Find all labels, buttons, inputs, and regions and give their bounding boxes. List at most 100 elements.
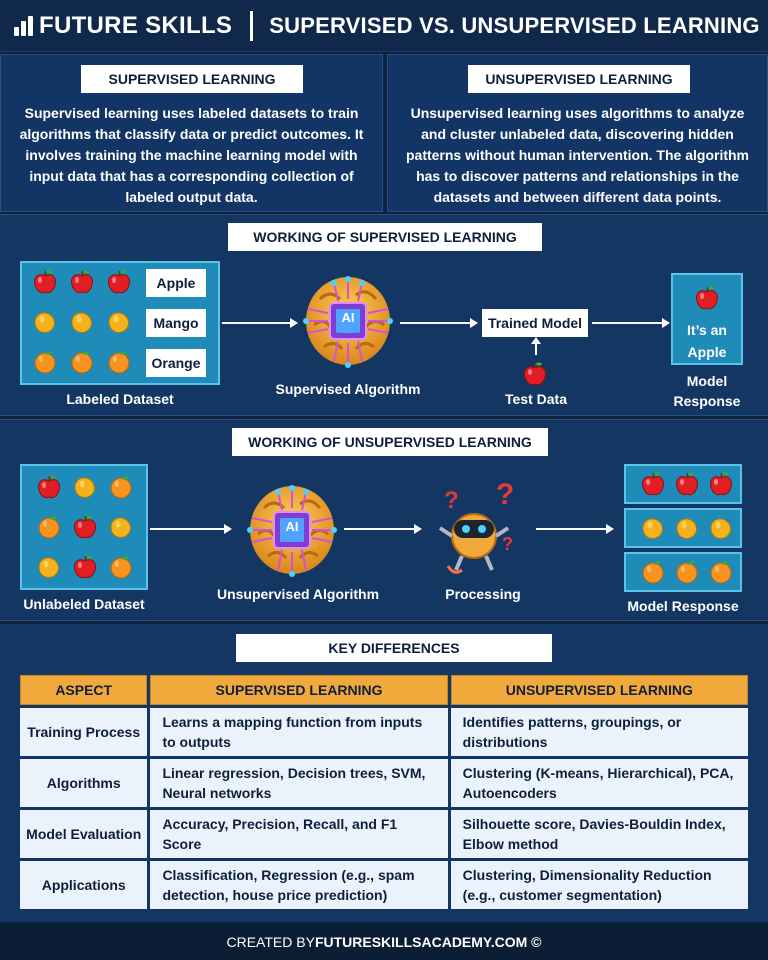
orange-icon	[108, 554, 134, 580]
arrow-dataset-to-algorithm	[150, 524, 232, 534]
apple-icon	[69, 269, 95, 295]
header-divider	[250, 10, 254, 41]
ai-chip-label: AI	[285, 519, 299, 534]
mango-icon	[708, 515, 734, 541]
unsupervised-cell: Clustering (K-means, Hierarchical), PCA,…	[450, 759, 748, 807]
arrow-algorithm-to-model	[400, 318, 478, 328]
apple-icon	[708, 471, 734, 497]
response-line-2: Apple	[687, 344, 727, 360]
apple-icon	[640, 471, 666, 497]
unsupervised-cell: Clustering, Dimensionality Reduction (e.…	[450, 861, 748, 909]
supervised-heading: SUPERVISED LEARNING	[81, 65, 303, 93]
footer-prefix: CREATED BY	[226, 934, 315, 950]
svg-text:?: ?	[502, 534, 513, 554]
orange-icon	[640, 559, 666, 585]
apple-icon	[674, 471, 700, 497]
arrow-dataset-to-algorithm	[222, 318, 298, 328]
unsupervised-workflow-section: WORKING OF UNSUPERVISED LEARNING Unlabel…	[0, 419, 768, 621]
mango-icon	[32, 309, 58, 335]
arrow-algorithm-to-processing	[344, 524, 422, 534]
brain-chip-icon: AI	[244, 478, 340, 587]
labeled-dataset-caption: Labeled Dataset	[66, 391, 174, 407]
unsupervised-cell: Identifies patterns, groupings, or distr…	[450, 708, 748, 756]
arrow-test-to-model	[531, 337, 541, 355]
supervised-definition-panel: SUPERVISED LEARNING Supervised learning …	[0, 54, 383, 212]
column-header-unsupervised: UNSUPERVISED LEARNING	[450, 675, 748, 705]
apple-icon	[694, 285, 720, 311]
apple-icon	[522, 361, 548, 387]
unsupervised-workflow-heading: WORKING OF UNSUPERVISED LEARNING	[232, 428, 548, 456]
svg-text:?: ?	[496, 480, 514, 511]
orange-icon	[69, 349, 95, 375]
apple-icon	[106, 269, 132, 295]
bar-chart-icon	[14, 15, 33, 36]
supervised-cell: Accuracy, Precision, Recall, and F1 Scor…	[150, 810, 448, 858]
comparison-table: ASPECT SUPERVISED LEARNING UNSUPERVISED …	[17, 672, 751, 912]
supervised-definition-text: Supervised learning uses labeled dataset…	[19, 105, 364, 205]
ai-chip-label: AI	[341, 310, 355, 325]
arrow-model-to-response	[592, 318, 670, 328]
trained-model-box: Trained Model	[482, 309, 588, 337]
model-response-caption: Model Response	[652, 371, 762, 411]
supervised-algorithm-caption: Supervised Algorithm	[275, 381, 421, 397]
label-orange: Orange	[146, 349, 206, 377]
table-row: Model Evaluation Accuracy, Precision, Re…	[20, 810, 748, 858]
orange-icon	[708, 559, 734, 585]
apple-icon	[32, 269, 58, 295]
aspect-cell: Training Process	[20, 708, 148, 756]
brand-name: FUTURE SKILLS	[39, 11, 233, 39]
mango-icon	[640, 515, 666, 541]
apple-cluster	[624, 464, 742, 504]
page-footer: CREATED BY FUTURESKILLSACADEMY.COM ©	[0, 924, 768, 960]
svg-text:?: ?	[444, 487, 459, 514]
footer-website-link[interactable]: FUTURESKILLSACADEMY.COM ©	[314, 934, 542, 950]
unsupervised-cell: Silhouette score, Davies-Bouldin Index, …	[450, 810, 748, 858]
processing-caption: Processing	[445, 586, 521, 602]
supervised-cell: Linear regression, Decision trees, SVM, …	[150, 759, 448, 807]
supervised-cell: Learns a mapping function from inputs to…	[150, 708, 448, 756]
aspect-cell: Applications	[20, 861, 148, 909]
aspect-cell: Algorithms	[20, 759, 148, 807]
table-row: Algorithms Linear regression, Decision t…	[20, 759, 748, 807]
mango-icon	[108, 514, 134, 540]
orange-icon	[674, 559, 700, 585]
aspect-cell: Model Evaluation	[20, 810, 148, 858]
unsupervised-definition-text: Unsupervised learning uses algorithms to…	[405, 105, 749, 205]
unsupervised-definition-panel: UNSUPERVISED LEARNING Unsupervised learn…	[387, 54, 768, 212]
orange-icon	[36, 514, 62, 540]
page-header: FUTURE SKILLS SUPERVISED VS. UNSUPERVISE…	[0, 0, 768, 52]
response-text: It’s an Apple	[673, 319, 741, 363]
unlabeled-dataset	[20, 464, 148, 590]
table-row: Applications Classification, Regression …	[20, 861, 748, 909]
model-response-caption: Model Response	[627, 598, 739, 614]
apple-icon	[72, 554, 98, 580]
brand-logo: FUTURE SKILLS	[14, 12, 232, 40]
model-response-caption-line-1: Model	[686, 373, 728, 389]
unsupervised-heading: UNSUPERVISED LEARNING	[468, 65, 690, 93]
mango-icon	[106, 309, 132, 335]
arrow-processing-to-response	[536, 524, 614, 534]
unsupervised-algorithm-caption: Unsupervised Algorithm	[216, 586, 380, 602]
brain-chip-icon: AI	[300, 269, 396, 378]
apple-icon	[36, 474, 62, 500]
table-row: Training Process Learns a mapping functi…	[20, 708, 748, 756]
supervised-workflow-section: WORKING OF SUPERVISED LEARNING Apple Man…	[0, 214, 768, 416]
response-line-1: It’s an	[687, 322, 727, 338]
key-differences-heading: KEY DIFFERENCES	[236, 634, 552, 662]
mango-cluster	[624, 508, 742, 548]
page-title: SUPERVISED VS. UNSUPERVISED LEARNING	[269, 12, 760, 38]
mango-icon	[69, 309, 95, 335]
mango-icon	[72, 474, 98, 500]
orange-icon	[106, 349, 132, 375]
robot-thinking-icon: ? ? ?	[434, 478, 526, 581]
label-mango: Mango	[146, 309, 206, 337]
label-apple: Apple	[146, 269, 206, 297]
column-header-aspect: ASPECT	[20, 675, 148, 705]
model-response-box: It’s an Apple	[671, 273, 743, 365]
supervised-workflow-heading: WORKING OF SUPERVISED LEARNING	[228, 223, 542, 251]
mango-icon	[36, 554, 62, 580]
test-data-caption: Test Data	[505, 391, 567, 407]
apple-icon	[72, 514, 98, 540]
model-response-caption-line-2: Response	[673, 393, 741, 409]
orange-icon	[32, 349, 58, 375]
